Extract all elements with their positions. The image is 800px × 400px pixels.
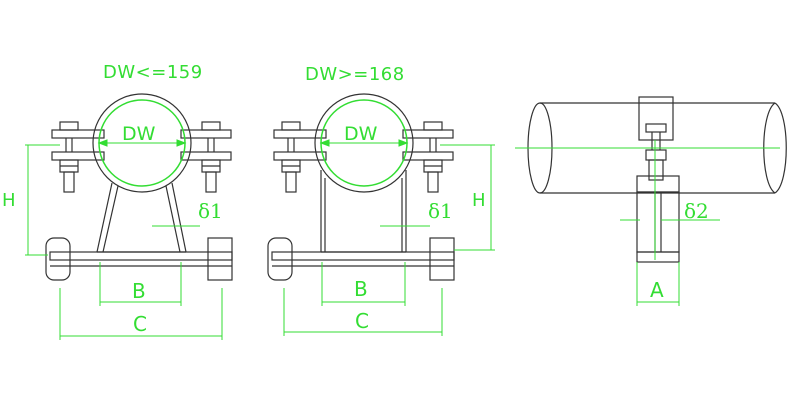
right-a-label: A xyxy=(650,278,664,302)
middle-view: DW>=168 xyxy=(267,64,495,336)
left-b-label: B xyxy=(132,279,146,303)
right-delta-label: δ2 xyxy=(684,199,709,223)
left-h-label: H xyxy=(2,190,16,211)
left-pipe-label: DW xyxy=(122,123,156,145)
middle-c-label: C xyxy=(355,309,369,333)
left-view: DW<=159 xyxy=(2,62,233,340)
middle-h-label: H xyxy=(472,190,486,211)
right-clamp xyxy=(636,96,680,263)
middle-b-label: B xyxy=(354,277,368,301)
left-view-title: DW<=159 xyxy=(103,62,203,83)
middle-delta-label: δ1 xyxy=(428,199,453,223)
middle-clamp xyxy=(267,93,455,281)
middle-pipe-label: DW xyxy=(344,123,378,145)
left-clamp xyxy=(45,93,233,281)
left-c-label: C xyxy=(133,312,147,336)
right-view: δ2 A xyxy=(515,96,787,306)
middle-view-title: DW>=168 xyxy=(305,64,405,85)
left-delta-label: δ1 xyxy=(198,199,223,223)
